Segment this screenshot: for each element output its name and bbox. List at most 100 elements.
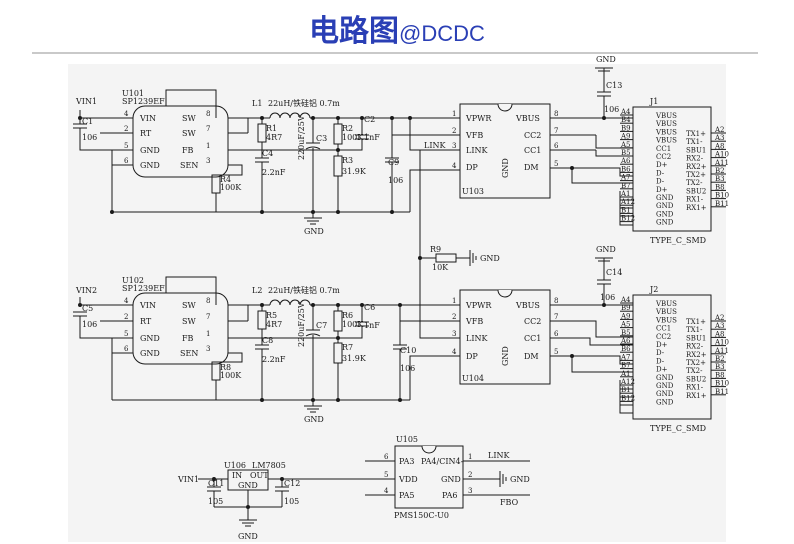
c11-label: C11 (208, 479, 224, 488)
svg-text:2: 2 (124, 313, 128, 321)
title-suffix: @DCDC (399, 21, 485, 46)
j2-right-pin-name: SBU2 (686, 375, 706, 383)
c14-value: 106 (600, 293, 615, 302)
svg-text:8: 8 (554, 110, 558, 118)
u104-cc2: CC2 (524, 317, 541, 326)
j1-left-pin-name: VBUS (655, 128, 677, 136)
j2-left-pin-num: A4 (620, 296, 631, 304)
r9-label: R9 (430, 245, 441, 254)
svg-text:2: 2 (124, 125, 128, 133)
u105-vdd: VDD (398, 475, 418, 484)
u103-cc2: CC2 (524, 131, 541, 140)
u106-gnd-net: GND (238, 532, 258, 541)
c5-label: C5 (82, 304, 93, 313)
j1-right-pin-num: A8 (714, 142, 725, 150)
r8-label: R8 (220, 363, 231, 372)
j2-left-pin-num: B5 (621, 329, 631, 337)
j1-left-pin-num: A6 (620, 157, 631, 165)
j2-left-pin-num: A9 (620, 312, 631, 320)
j1-right-pin-name: SBU1 (686, 146, 706, 154)
r7-label: R7 (342, 343, 353, 352)
u106-in: IN (232, 471, 242, 480)
svg-text:7: 7 (554, 127, 558, 135)
u104-vbus: VBUS (515, 301, 540, 310)
svg-text:7: 7 (206, 125, 210, 133)
j1-left-pin-name: D+ (656, 161, 668, 169)
j2-left-pin-name: D- (656, 349, 665, 357)
j2-left-pin-num: A7 (620, 353, 631, 361)
j2-part: TYPE_C_SMD (650, 424, 706, 433)
l1-value: 22uH/铁硅铝 0.7m (268, 98, 340, 108)
j1-left-pin-num: B6 (621, 165, 631, 173)
r8-value: 100K (220, 371, 242, 380)
j2-left-pin-num: A12 (620, 378, 635, 386)
u102-sw1: SW (182, 301, 196, 310)
u102-label: U102 (122, 276, 144, 285)
j2-right-pin-name: TX1+ (686, 318, 706, 326)
u103-label: U103 (462, 187, 484, 196)
c9-label: C9 (388, 158, 399, 167)
j1-right-pin-num: B3 (715, 175, 725, 183)
j1-left-pin-name: D- (656, 178, 665, 186)
j1-right-pin-name: RX1- (686, 196, 704, 204)
svg-text:6: 6 (554, 142, 559, 150)
c13-label: C13 (606, 81, 622, 90)
r2-value: 100K (342, 133, 364, 142)
svg-text:1: 1 (206, 330, 210, 338)
u103-cc1: CC1 (524, 146, 541, 155)
j1-left-pin-num: B7 (621, 182, 631, 190)
j1-right-pin-name: TX2+ (686, 171, 706, 179)
u104-gnd: GND (501, 346, 510, 366)
j1-right-pin-name: TX1+ (686, 130, 706, 138)
gnd-label-top: GND (304, 227, 324, 236)
j2-left-pin-name: D+ (656, 341, 668, 349)
j1-right-pin-num: A11 (714, 159, 729, 167)
j2-left-pin-num: A5 (620, 321, 631, 329)
svg-text:6: 6 (554, 330, 559, 338)
j2-right-pin-num: A2 (714, 314, 725, 322)
j2-right-pin-name: TX2+ (686, 359, 706, 367)
j2-left-pin-name: VBUS (655, 308, 677, 316)
j1-left-pin-name: GND (656, 194, 674, 202)
c13-gnd-label: GND (596, 55, 616, 64)
j2-left-pin-num: B12 (621, 394, 635, 402)
u104-cc1: CC1 (524, 334, 541, 343)
j1-left-pin-name: D- (656, 169, 665, 177)
j2-right-pin-name: RX2- (686, 343, 704, 351)
c6-value: 1nF (364, 321, 380, 330)
j2-left-pin-name: GND (656, 398, 674, 406)
u101-fb: FB (182, 146, 194, 155)
j2-right-pin-num: A10 (714, 339, 729, 347)
c11-value: 105 (208, 497, 223, 506)
j2-left-pin-num: B1 (621, 386, 631, 394)
j1-right-pin-name: RX2- (686, 155, 704, 163)
u103-dp: DP (466, 163, 478, 172)
l2-coil (269, 299, 311, 306)
svg-text:3: 3 (452, 142, 456, 150)
r6-value: 100K (342, 320, 364, 329)
c2-value: 1nF (364, 133, 380, 142)
u101-sw2: SW (182, 129, 196, 138)
c4-value: 2.2nF (262, 168, 286, 177)
j1-right-pin-num: B10 (715, 192, 729, 200)
u104-vfb: VFB (465, 317, 483, 326)
j1-part: TYPE_C_SMD (650, 236, 706, 245)
u102-vin: VIN (139, 301, 156, 310)
j2-right-pin-name: TX1- (686, 326, 703, 334)
c3-label: C3 (316, 134, 327, 143)
u105-pa4: PA4/CIN4- (421, 457, 464, 466)
r3-value: 31.9K (342, 167, 367, 176)
j2-right-pin-name: RX1- (686, 384, 704, 392)
c1-value: 106 (82, 133, 97, 142)
j1-left-pin-num: A9 (620, 133, 631, 141)
u103-gnd: GND (501, 158, 510, 178)
c1-label: C1 (82, 117, 93, 126)
link-bus (419, 150, 460, 339)
j1-left-pin-name: VBUS (655, 112, 677, 120)
u101-feedback-loop (165, 89, 217, 118)
r2-label: R2 (342, 124, 353, 133)
r9-gnd-label: GND (480, 254, 500, 263)
c12-value: 105 (284, 497, 299, 506)
svg-text:4: 4 (124, 110, 129, 118)
